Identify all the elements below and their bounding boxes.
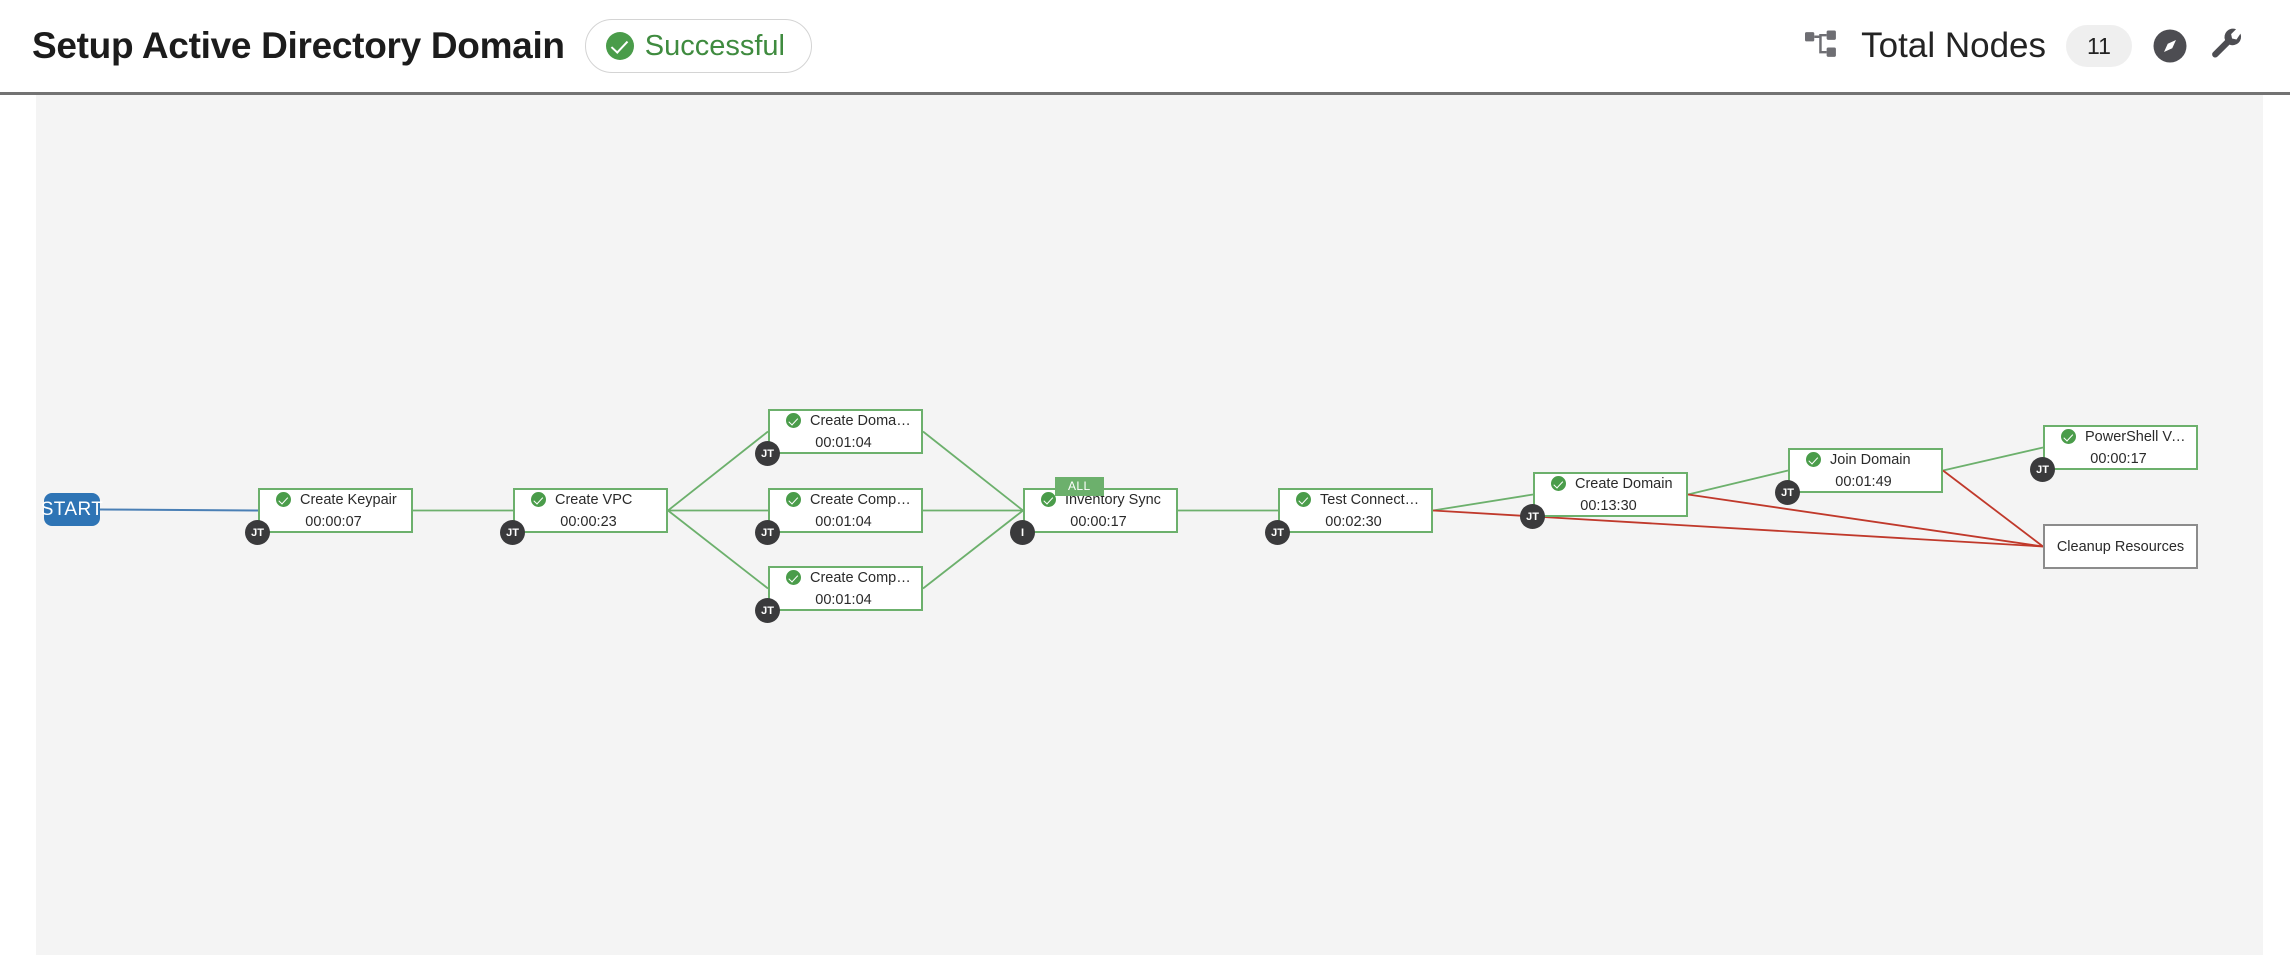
workflow-node-create-vpc[interactable]: Create VPC 00:00:23	[513, 488, 668, 533]
node-type-badge-jt: JT	[2030, 457, 2055, 482]
total-nodes-count: 11	[2066, 25, 2132, 67]
status-badge: Successful	[584, 19, 812, 73]
page-title: Setup Active Directory Domain	[32, 25, 565, 66]
node-header: Create Computer (2)	[780, 570, 911, 586]
node-duration: 00:00:07	[305, 513, 362, 530]
node-header: Join Domain	[1800, 452, 1931, 468]
edge-join-domain-to-cleanup-resources	[1942, 469, 2044, 548]
workflow-node-create-computer-2[interactable]: Create Computer (2) 00:01:04	[768, 566, 923, 611]
compass-icon[interactable]	[2152, 28, 2188, 64]
node-header: Create VPC	[525, 492, 656, 508]
workflow-node-join-domain[interactable]: Join Domain 00:01:49	[1788, 448, 1943, 493]
workflow-node-create-domain-controller[interactable]: Create Domain Contr... 00:01:04	[768, 409, 923, 454]
node-label: Join Domain	[1830, 451, 1911, 468]
node-label: Create Computer (1)	[810, 491, 911, 508]
check-circle-icon	[1041, 492, 1056, 507]
workflow-header: Setup Active Directory Domain Successful…	[0, 0, 2290, 92]
node-label: PowerShell Validation	[2085, 428, 2186, 445]
node-label: Create Computer (2)	[810, 569, 911, 586]
workflow-node-cleanup-resources[interactable]: Cleanup Resources	[2043, 524, 2198, 569]
node-duration: 00:01:49	[1835, 473, 1892, 490]
workflow-node-create-domain[interactable]: Create Domain 00:13:30	[1533, 472, 1688, 517]
node-type-badge-jt: JT	[1520, 504, 1545, 529]
node-label: Create Keypair	[300, 491, 397, 508]
node-duration: 00:00:23	[560, 513, 617, 530]
hierarchy-icon[interactable]	[1803, 29, 1841, 63]
header-divider	[0, 92, 2290, 95]
node-header: Create Keypair	[270, 492, 401, 508]
check-circle-icon	[786, 492, 801, 507]
workflow-node-test-connectivity[interactable]: Test Connectivity 00:02:30	[1278, 488, 1433, 533]
node-header: Test Connectivity	[1290, 492, 1421, 508]
edge-create-domain-to-join-domain	[1687, 469, 1789, 496]
check-circle-icon	[531, 492, 546, 507]
check-circle-icon	[786, 413, 801, 428]
edge-start-to-create-keypair	[99, 508, 259, 512]
node-type-badge-jt: JT	[500, 520, 525, 545]
node-header: Create Domain Contr...	[780, 413, 911, 429]
node-tag-all: ALL	[1055, 477, 1104, 496]
header-right-group: Total Nodes 11	[1803, 25, 2246, 67]
node-duration: 00:01:04	[815, 434, 872, 451]
node-label: Create Domain	[1575, 475, 1673, 492]
edge-create-vpc-to-create-domain-controller	[667, 430, 769, 512]
check-circle-icon	[605, 32, 634, 60]
node-label: Test Connectivity	[1320, 491, 1421, 508]
node-label: Create Domain Contr...	[810, 412, 911, 429]
total-nodes-label: Total Nodes	[1861, 26, 2046, 65]
workflow-node-create-computer-1[interactable]: Create Computer (1) 00:01:04	[768, 488, 923, 533]
check-circle-icon	[2061, 429, 2076, 444]
check-circle-icon	[786, 570, 801, 585]
check-circle-icon	[276, 492, 291, 507]
node-duration: 00:00:17	[1070, 513, 1127, 530]
edge-create-computer-2-to-inventory-sync	[922, 509, 1024, 590]
check-circle-icon	[1296, 492, 1311, 507]
check-circle-icon	[1551, 476, 1566, 491]
node-duration: 00:01:04	[815, 513, 872, 530]
node-type-badge-jt: JT	[755, 520, 780, 545]
wrench-icon[interactable]	[2208, 27, 2246, 65]
node-type-badge-jt: JT	[755, 441, 780, 466]
node-duration: 00:00:17	[2090, 450, 2147, 467]
node-duration: 00:01:04	[815, 591, 872, 608]
node-header: PowerShell Validation	[2055, 429, 2186, 445]
node-label: Create VPC	[555, 491, 633, 508]
edge-test-connectivity-to-create-domain	[1432, 493, 1534, 512]
edge-create-vpc-to-create-computer-2	[667, 509, 769, 590]
node-duration: 00:02:30	[1325, 513, 1382, 530]
node-type-badge-jt: JT	[1265, 520, 1290, 545]
check-circle-icon	[1806, 452, 1821, 467]
edge-create-domain-controller-to-inventory-sync	[922, 430, 1024, 512]
edge-create-domain-to-cleanup-resources	[1687, 493, 2044, 548]
node-type-badge-jt: JT	[245, 520, 270, 545]
start-node-label: START	[40, 498, 104, 520]
node-header: Create Computer (1)	[780, 492, 911, 508]
node-type-badge-i: I	[1010, 520, 1035, 545]
edge-layer	[99, 430, 2044, 590]
node-type-badge-jt: JT	[755, 598, 780, 623]
edge-join-domain-to-powershell-validation	[1942, 446, 2044, 472]
status-badge-label: Successful	[644, 29, 785, 62]
start-node[interactable]: START	[41, 493, 103, 526]
workflow-node-powershell-validation[interactable]: PowerShell Validation 00:00:17	[2043, 425, 2198, 470]
node-type-badge-jt: JT	[1775, 480, 1800, 505]
node-duration: 00:13:30	[1580, 497, 1637, 514]
node-header: Create Domain	[1545, 476, 1676, 492]
workflow-node-create-keypair[interactable]: Create Keypair 00:00:07	[258, 488, 413, 533]
node-label: Cleanup Resources	[2056, 538, 2185, 555]
header-left-group: Setup Active Directory Domain Successful	[32, 19, 812, 73]
node-header: Inventory Sync	[1035, 492, 1166, 508]
